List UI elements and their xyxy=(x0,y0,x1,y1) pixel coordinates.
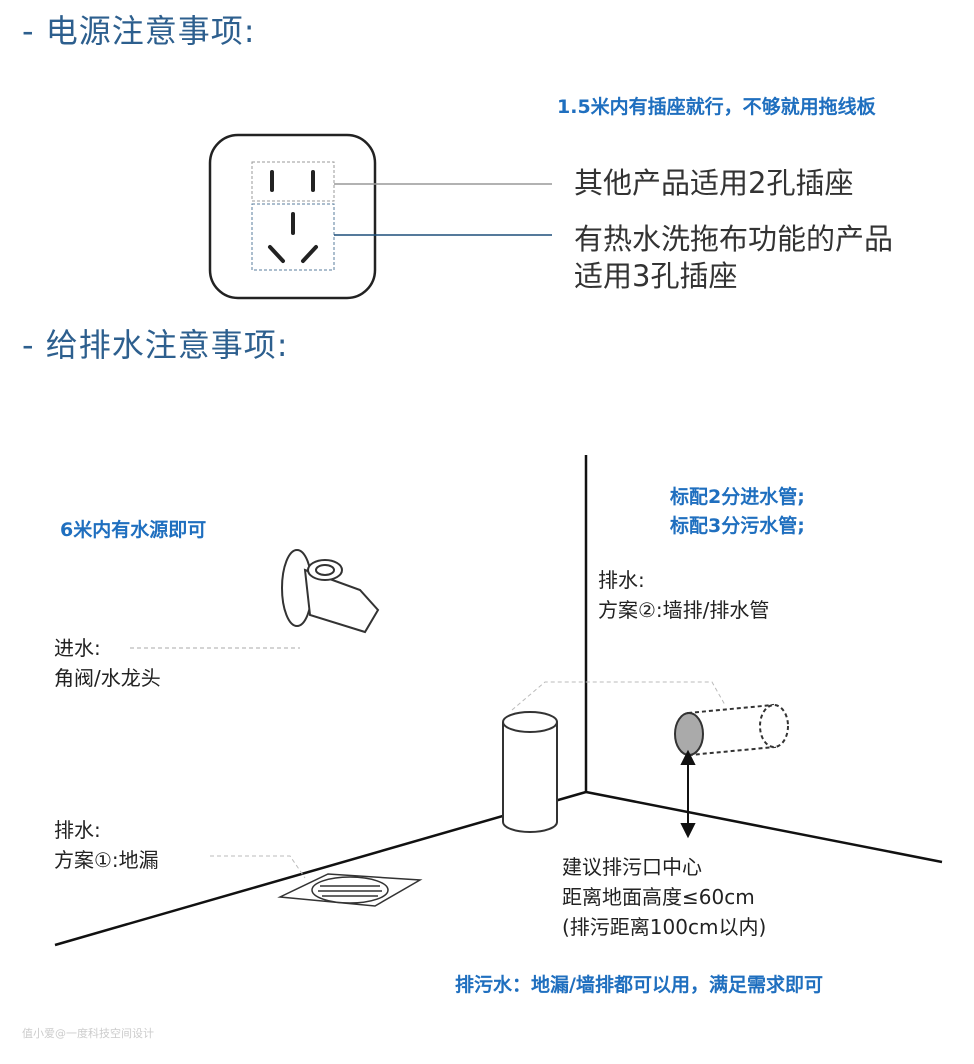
watermark: 值小爱@一度科技空间设计 xyxy=(22,1027,154,1040)
height-label-1: 建议排污口中心 xyxy=(562,855,702,879)
wall-drain-label: 排水: 方案②:墙排/排水管 xyxy=(598,565,769,625)
power-note: 1.5米内有插座就行，不够就用拖线板 xyxy=(557,96,876,118)
wall-drain-leader xyxy=(511,681,726,711)
wall-drain-label-1: 排水: xyxy=(598,568,645,592)
water-source-note: 6米内有水源即可 xyxy=(60,519,207,541)
drain-heading: - 给排水注意事项: xyxy=(22,326,289,364)
power-heading: - 电源注意事项: xyxy=(22,12,256,50)
wall-drain-label-2: 方案②:墙排/排水管 xyxy=(598,598,770,622)
floor-drain-label-1: 排水: xyxy=(54,818,101,842)
floor-drain-leader xyxy=(210,855,306,879)
socket-icon xyxy=(208,133,552,300)
height-label-2: 距离地面高度≤60cm xyxy=(562,885,755,909)
floor-drain-label-2: 方案①:地漏 xyxy=(54,848,159,872)
angle-valve-icon xyxy=(281,549,380,634)
three-pin-label-1: 有热水洗拖布功能的产品 xyxy=(574,222,894,256)
pipes-note-2: 标配3分污水管; xyxy=(670,515,805,537)
room-lines xyxy=(54,455,943,947)
drain-summary: 排污水：地漏/墙排都可以用，满足需求即可 xyxy=(455,974,823,996)
pipes-note-1: 标配2分进水管; xyxy=(670,486,805,508)
standpipe-icon xyxy=(502,711,558,833)
pipes-note: 标配2分进水管; 标配3分污水管; xyxy=(670,483,805,541)
inlet-label-2: 角阀/水龙头 xyxy=(54,666,161,690)
inlet-label: 进水: 角阀/水龙头 xyxy=(54,633,161,693)
three-pin-label-2: 适用3孔插座 xyxy=(574,259,738,293)
wall-pipe-icon xyxy=(674,703,789,757)
floor-drain-icon xyxy=(277,873,423,907)
height-label: 建议排污口中心 距离地面高度≤60cm (排污距离100cm以内) xyxy=(562,852,766,942)
height-arrow-icon xyxy=(680,749,696,839)
two-pin-label: 其他产品适用2孔插座 xyxy=(574,166,854,200)
inlet-label-1: 进水: xyxy=(54,636,101,660)
floor-drain-label: 排水: 方案①:地漏 xyxy=(54,815,159,875)
height-label-3: (排污距离100cm以内) xyxy=(562,915,767,939)
